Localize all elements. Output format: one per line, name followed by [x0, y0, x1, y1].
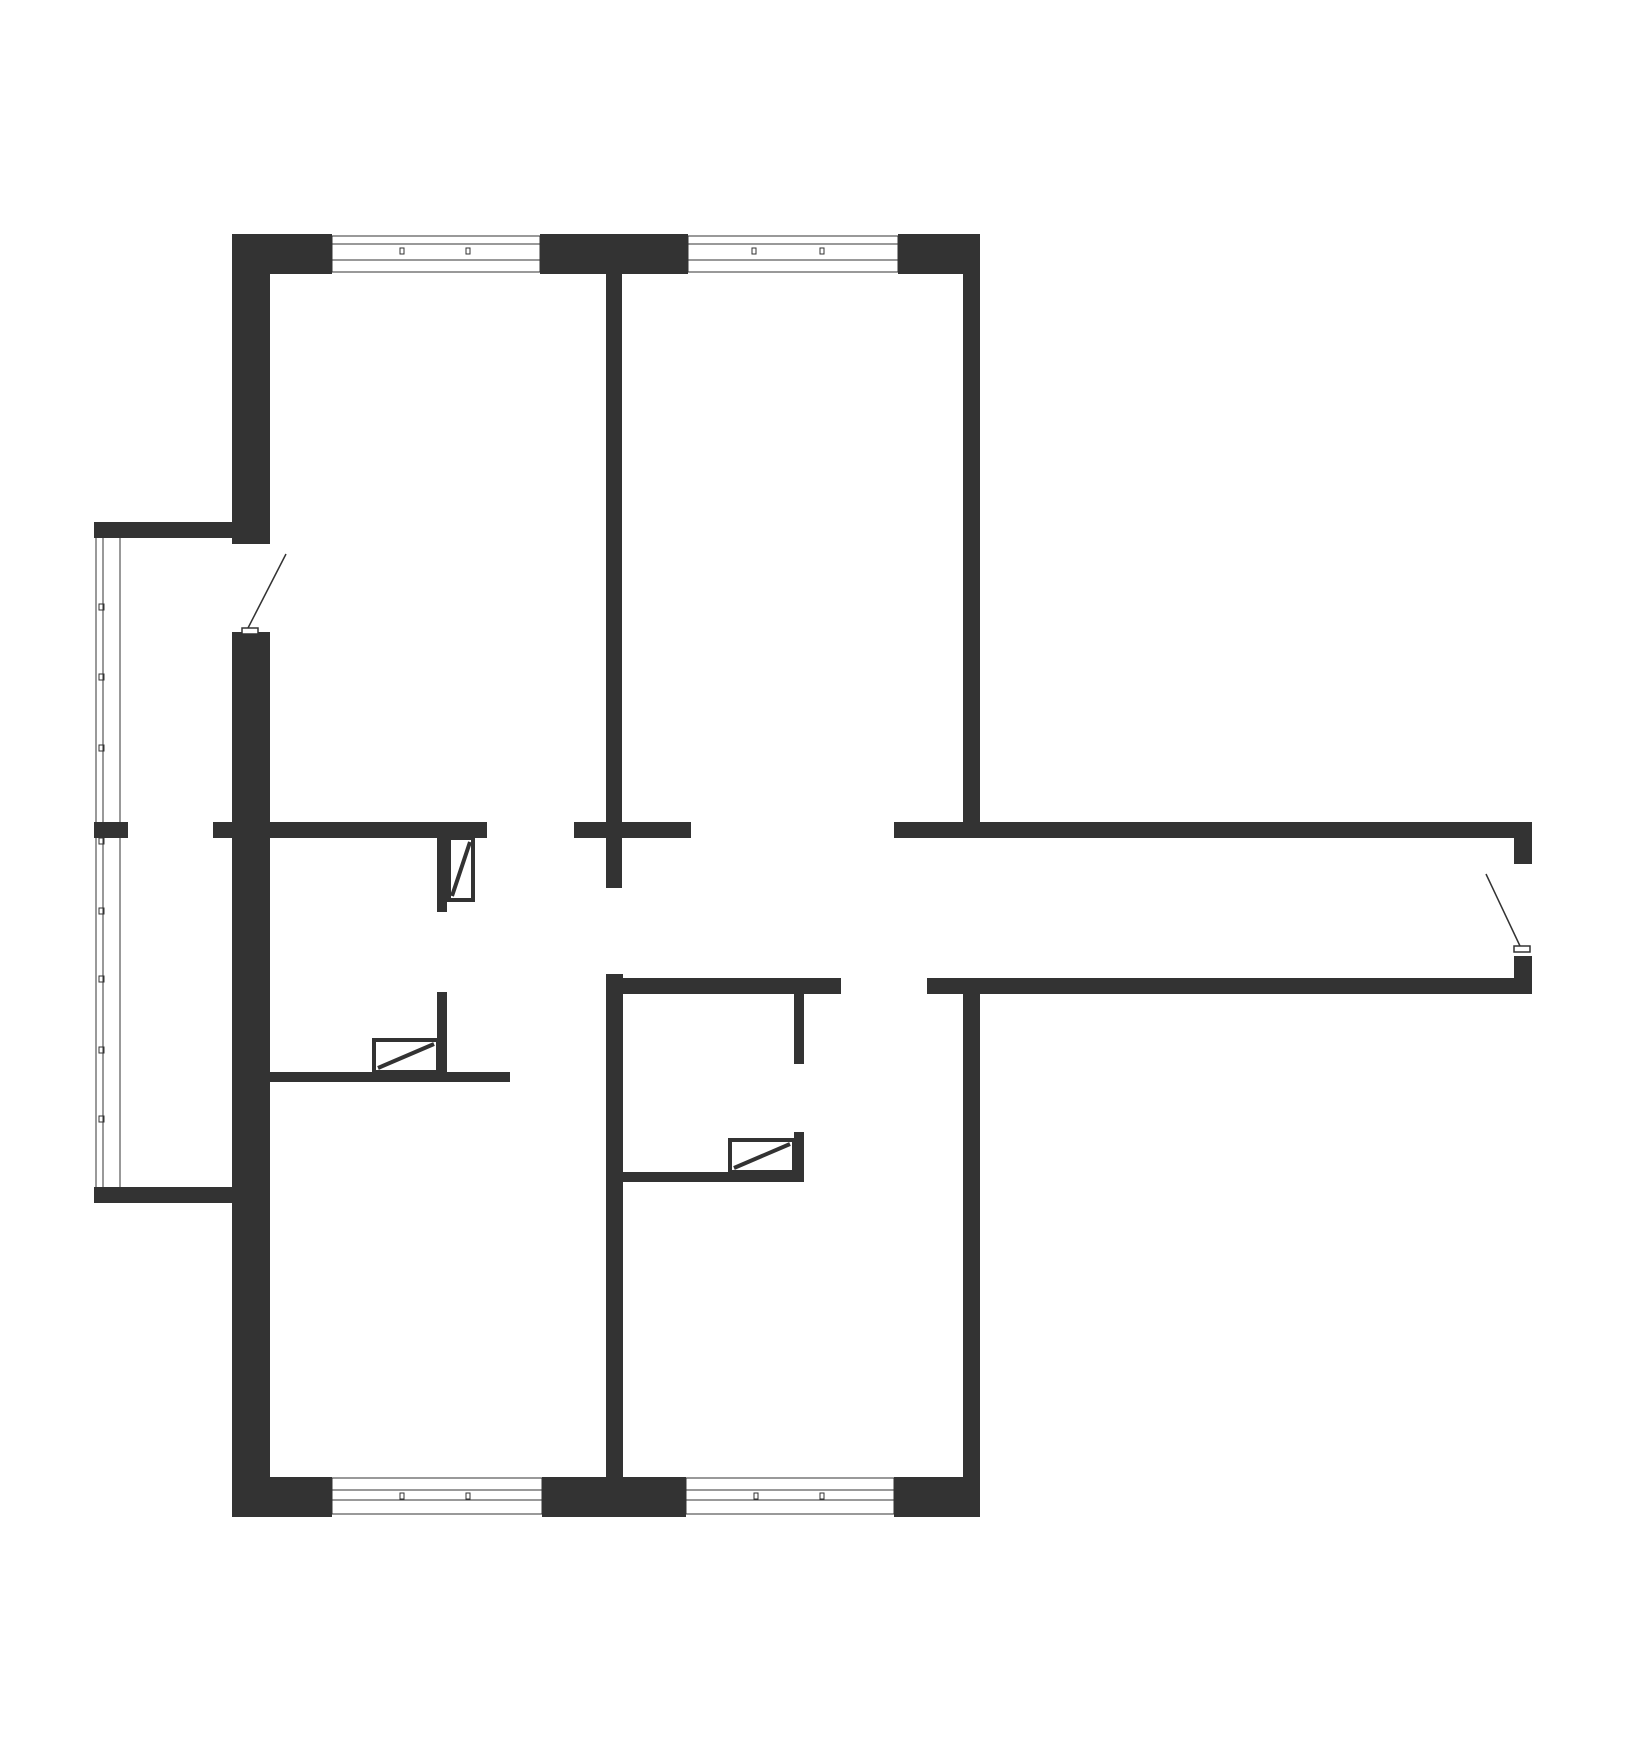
wall-corridor-top-mid: [574, 822, 691, 838]
wall-corridor-bottom-left: [606, 978, 841, 994]
wall-closet-ul: [437, 838, 447, 912]
window-top-left: [331, 235, 541, 273]
wall-left-lower: [232, 632, 270, 1517]
shaft-lower-right: [728, 1138, 796, 1174]
wall-center-upper: [606, 234, 622, 888]
wall-bottom-right-corner: [894, 1477, 980, 1517]
wall-balcony-top: [94, 522, 234, 538]
wall-closet-ur: [794, 994, 804, 1064]
wall-balcony-bottom: [94, 1187, 234, 1203]
wall-bottom-left-corner: [232, 1477, 332, 1517]
wall-center-lower: [606, 974, 623, 1480]
wall-room-divider-right: [622, 1172, 804, 1182]
balcony-glazing: [95, 538, 121, 1187]
wall-balcony-mid: [94, 822, 128, 838]
window-bottom-right: [685, 1477, 895, 1515]
wall-corridor-end-top: [1514, 822, 1532, 864]
doors: [241, 553, 1531, 953]
ventilation-shafts: [372, 836, 796, 1174]
windows: [95, 235, 899, 1515]
wall-right-upper: [963, 234, 980, 830]
window-bottom-left: [331, 1477, 543, 1515]
wall-left-upper: [232, 234, 270, 544]
door-balcony: [241, 553, 287, 635]
wall-closet-lr: [794, 1132, 804, 1182]
shaft-upper-left: [447, 836, 475, 902]
wall-right-lower: [963, 986, 980, 1517]
wall-closet-ml: [437, 992, 447, 1072]
wall-corridor-end-bottom: [1514, 956, 1532, 994]
door-entrance: [1485, 873, 1531, 953]
wall-corridor-bottom-right: [927, 978, 1532, 994]
wall-corridor-top-right: [894, 822, 1532, 838]
window-top-right: [687, 235, 899, 273]
wall-corridor-top-left: [213, 822, 487, 838]
walls: [94, 234, 1532, 1517]
shaft-middle-left: [372, 1038, 440, 1074]
wall-bottom-middle: [542, 1477, 686, 1517]
wall-room-divider-left: [270, 1072, 510, 1082]
